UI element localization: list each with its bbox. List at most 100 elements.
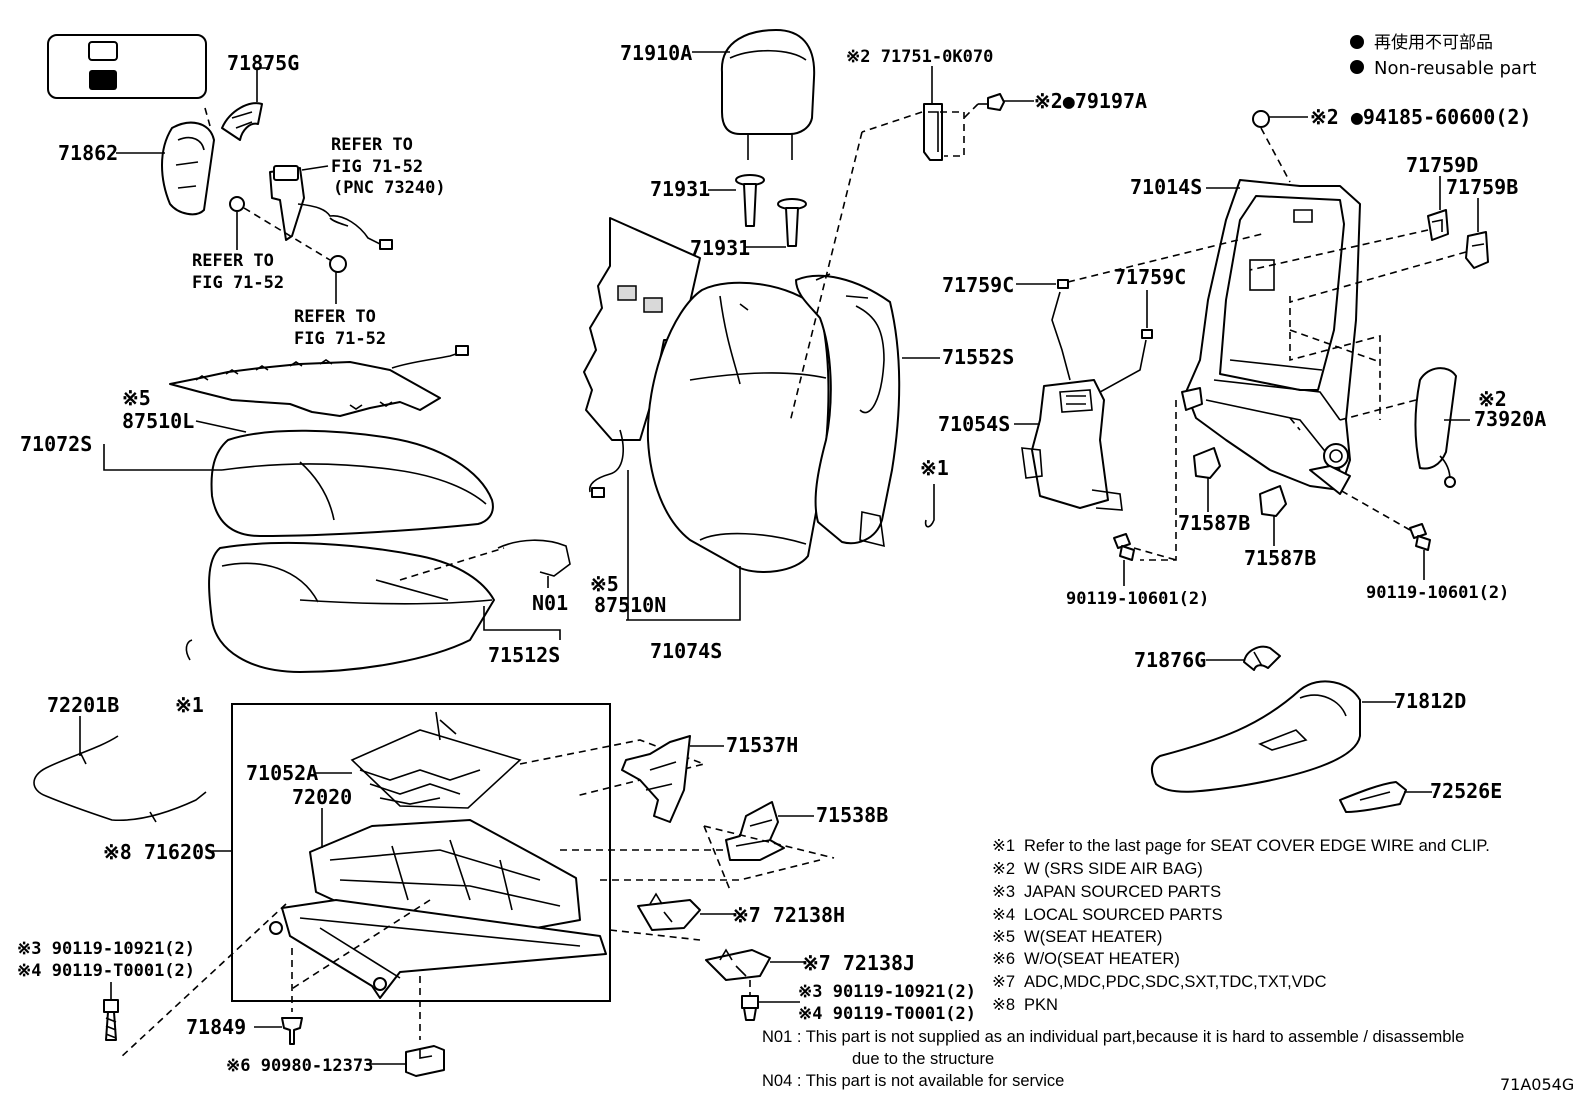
note-mark-6: ※6 <box>992 950 1015 968</box>
label-72020: 72020 <box>292 785 352 809</box>
note-text-5: W(SEAT HEATER) <box>1024 928 1162 946</box>
legend-en: Non-reusable part <box>1374 58 1536 79</box>
label-90119-a: 90119-10601(2) <box>1066 589 1209 609</box>
label-71072S: 71072S <box>20 432 92 456</box>
refer-text-1b: FIG 71-52 <box>331 157 423 177</box>
part-bolt-right <box>741 995 759 1021</box>
label-71014S: 71014S <box>1130 175 1202 199</box>
legend-jp: 再使用不可部品 <box>1374 32 1493 53</box>
part-seat-belt-buckle <box>269 165 393 250</box>
refer-text-2a: REFER TO <box>192 251 274 271</box>
part-72201B <box>33 735 207 823</box>
side-indicator <box>47 34 207 99</box>
label-71052A: 71052A <box>246 761 318 785</box>
label-71054S: 71054S <box>938 412 1010 436</box>
part-71552S <box>795 273 901 548</box>
mark-73920A: ※2 <box>1478 387 1507 411</box>
part-71052A <box>350 711 522 809</box>
mark-1a: ※1 <box>920 456 949 480</box>
part-87510L <box>169 345 469 417</box>
note-mark-8: ※8 <box>992 996 1015 1014</box>
part-71014S <box>1181 179 1361 495</box>
label-71910A: 71910A <box>620 41 692 65</box>
refer-text-1c: (PNC 73240) <box>333 178 446 198</box>
part-bolt-90119-b <box>1409 523 1431 551</box>
non-reusable-dot-icon <box>1350 60 1364 74</box>
note-text-3: JAPAN SOURCED PARTS <box>1024 883 1221 901</box>
label-71759B: 71759B <box>1446 175 1518 199</box>
part-72138H <box>637 892 701 931</box>
label-N01: N01 <box>532 591 568 615</box>
mark-87510L: ※5 <box>122 386 151 410</box>
label-71862: 71862 <box>58 141 118 165</box>
label-71759C-a: 71759C <box>942 273 1014 297</box>
note-mark-5: ※5 <box>992 928 1015 946</box>
part-71876G <box>1243 645 1281 671</box>
part-71538B <box>725 801 785 861</box>
part-71512S <box>208 539 571 673</box>
part-bolt-left <box>103 999 119 1041</box>
part-71931-b <box>777 198 807 247</box>
label-71812D: 71812D <box>1394 689 1466 713</box>
label-bolt-a2: ※4 90119-T0001(2) <box>17 961 195 981</box>
refer-text-1a: REFER TO <box>331 135 413 155</box>
non-reusable-dot-icon <box>1350 35 1364 49</box>
note-mark-7: ※7 <box>992 973 1015 991</box>
footnote-n01-line1: N01 : This part is not supplied as an in… <box>762 1028 1464 1046</box>
note-mark-1: ※1 <box>992 837 1015 855</box>
part-71751 <box>923 103 943 161</box>
label-79197A: ※2●79197A <box>1034 89 1147 113</box>
part-71759B <box>1465 231 1489 269</box>
note-mark-4: ※4 <box>992 906 1015 924</box>
part-71587B-a <box>1193 447 1221 479</box>
part-71759D <box>1427 209 1449 241</box>
part-71537H <box>621 735 691 823</box>
part-71849 <box>281 1017 303 1045</box>
label-71537H: 71537H <box>726 733 798 757</box>
part-90980-12373 <box>405 1045 445 1077</box>
note-text-8: PKN <box>1024 996 1058 1014</box>
label-bolt-b2: ※4 90119-T0001(2) <box>798 1004 976 1024</box>
note-mark-2: ※2 <box>992 860 1015 878</box>
label-71512S: 71512S <box>488 643 560 667</box>
part-71875G <box>221 102 263 141</box>
part-73920A <box>1414 367 1457 488</box>
refer-text-3a: REFER TO <box>294 307 376 327</box>
footnote-n04: N04 : This part is not available for ser… <box>762 1072 1064 1090</box>
label-71074S: 71074S <box>650 639 722 663</box>
label-90119-b: 90119-10601(2) <box>1366 583 1509 603</box>
label-71587B-b: 71587B <box>1244 546 1316 570</box>
note-text-6: W/O(SEAT HEATER) <box>1024 950 1180 968</box>
note-text-1: Refer to the last page for SEAT COVER ED… <box>1024 837 1490 855</box>
label-72201B: 72201B <box>47 693 119 717</box>
legend: 再使用不可部品 Non-reusable part <box>1350 32 1536 79</box>
part-72526E <box>1339 781 1407 813</box>
label-73920A: 73920A <box>1474 407 1546 431</box>
label-90980: ※6 90980-12373 <box>226 1056 373 1076</box>
note-text-7: ADC,MDC,PDC,SDC,SXT,TDC,TXT,VDC <box>1024 973 1327 991</box>
part-71910A <box>720 29 816 160</box>
label-87510N: 87510N <box>594 593 666 617</box>
label-bolt-a1: ※3 90119-10921(2) <box>17 939 195 959</box>
label-87510L: 87510L <box>122 409 194 433</box>
label-72138H: ※7 72138H <box>732 903 845 927</box>
part-72138J <box>705 948 771 981</box>
label-94185: ※2 ●94185-60600(2) <box>1310 105 1531 129</box>
part-79197A <box>978 93 1005 111</box>
part-71812D <box>1150 680 1361 793</box>
label-71876G: 71876G <box>1134 648 1206 672</box>
label-71538B: 71538B <box>816 803 888 827</box>
note-text-2: W (SRS SIDE AIR BAG) <box>1024 860 1203 878</box>
label-72526E: 72526E <box>1430 779 1502 803</box>
refer-text-3b: FIG 71-52 <box>294 329 386 349</box>
label-72138J: ※7 72138J <box>802 951 915 975</box>
part-bolt-90119-a <box>1113 533 1135 561</box>
note-mark-3: ※3 <box>992 883 1015 901</box>
figure-id: 71A054G <box>1500 1075 1574 1094</box>
part-71931-a <box>735 174 765 227</box>
note-text-4: LOCAL SOURCED PARTS <box>1024 906 1223 924</box>
footnote-n01-line2: due to the structure <box>852 1050 994 1068</box>
part-71074S <box>646 281 830 573</box>
label-71620S: ※8 71620S <box>103 840 216 864</box>
